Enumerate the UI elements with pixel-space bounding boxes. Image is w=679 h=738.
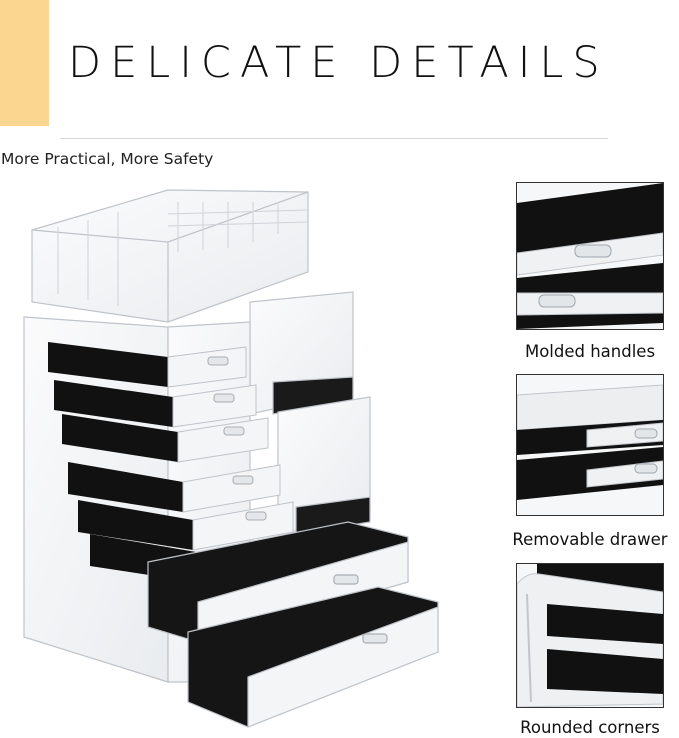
- small-drawers: [48, 342, 309, 585]
- large-drawers: [147, 521, 439, 728]
- product-image: [23, 189, 439, 728]
- side-drawer: [249, 291, 371, 535]
- detail-image-handles: [516, 182, 664, 330]
- accent-block: [0, 0, 49, 126]
- detail-caption: Rounded corners: [520, 718, 660, 737]
- detail-caption: Removable drawer: [512, 530, 668, 549]
- detail-image-drawer: [516, 374, 664, 516]
- page-title: DELICATE DETAILS: [68, 38, 609, 88]
- detail-caption: Molded handles: [524, 342, 656, 361]
- divider: [60, 138, 608, 139]
- lipstick-tray: [31, 189, 309, 323]
- page-subtitle: More Practical, More Safety: [1, 150, 214, 168]
- detail-image-corners: [516, 563, 664, 708]
